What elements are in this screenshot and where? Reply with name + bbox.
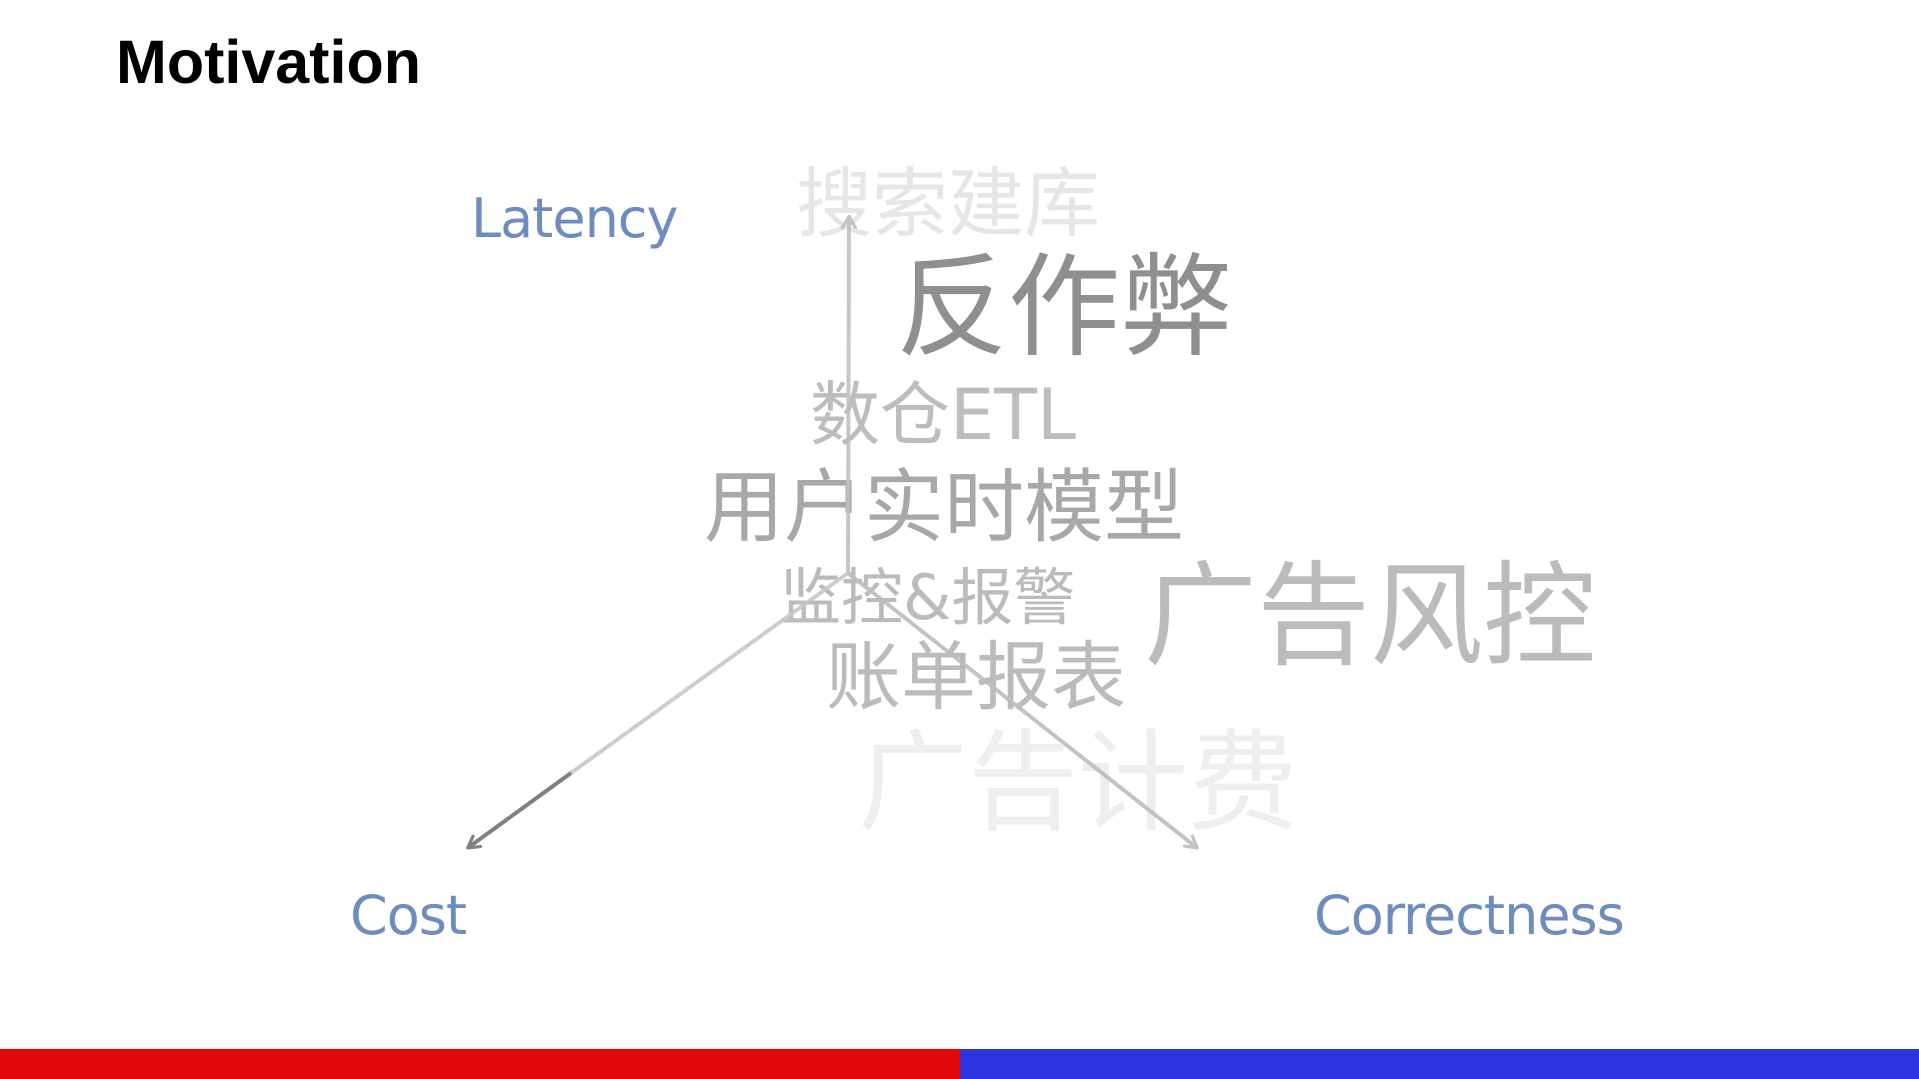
use-case-ad-billing: 广告计费: [858, 719, 1298, 847]
footer-bar-blue: [960, 1049, 1919, 1079]
footer-bar-red: [0, 1049, 960, 1079]
correctness-axis-label: Correctness: [1314, 884, 1625, 947]
latency-axis-arrow: [840, 214, 857, 574]
use-case-anti-fraud: 反作弊: [896, 243, 1232, 373]
slide-title: Motivation: [116, 28, 421, 96]
latency-axis-label: Latency: [471, 187, 678, 250]
cost-axis-label: Cost: [350, 884, 467, 947]
cost-axis-line: [569, 571, 850, 775]
use-case-ad-risk-control: 广告风控: [1144, 550, 1596, 682]
cost-axis-arrow: [466, 771, 573, 850]
use-case-billing-reports: 账单报表: [826, 633, 1127, 721]
correctness-axis-arrow: [846, 571, 1199, 850]
use-case-user-realtime-model: 用户实时模型: [704, 461, 1184, 554]
use-case-monitoring-alerting: 监控&报警: [779, 561, 1076, 634]
use-case-warehouse-etl: 数仓ETL: [810, 374, 1076, 456]
